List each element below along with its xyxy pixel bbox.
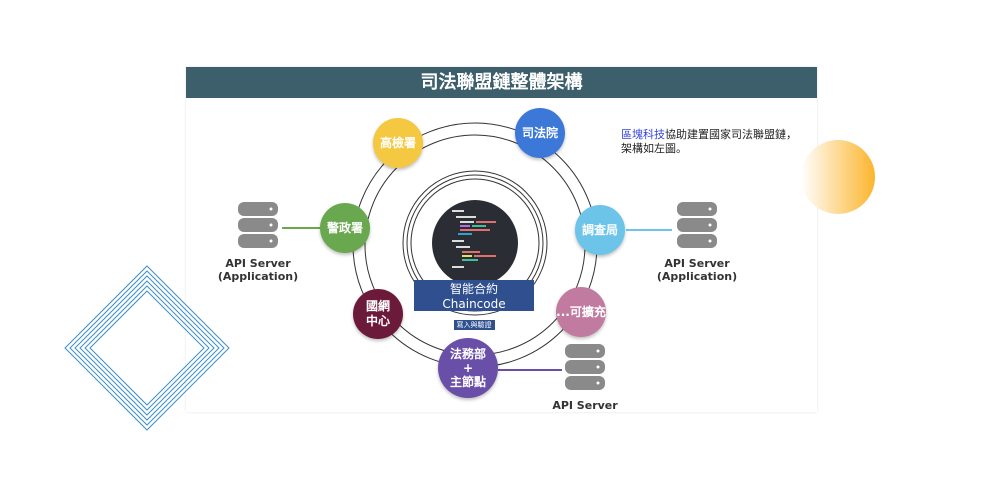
server-led — [596, 349, 600, 353]
server-name: API Server — [552, 399, 618, 412]
server-icon — [677, 202, 717, 216]
chaincode-title: 智能合約 Chaincode — [414, 280, 534, 311]
page-title: 司法聯盟鏈整體架構 — [186, 67, 817, 98]
decorative-orange-circle — [801, 140, 875, 214]
code-lines-icon — [452, 210, 496, 268]
server-icons — [238, 202, 717, 390]
server-icon — [238, 234, 278, 248]
server-name: API Server — [225, 257, 291, 270]
server-label-left: API Server(Application) — [213, 257, 303, 283]
node-label: 國網 中心 — [365, 299, 390, 328]
node-judicial-yuan[interactable]: 司法院 — [515, 108, 565, 158]
server-led — [596, 365, 600, 369]
node-prosecutors[interactable]: 高檢署 — [373, 118, 423, 168]
server-led — [596, 381, 600, 385]
node-label: 司法院 — [521, 125, 558, 140]
server-led — [708, 223, 712, 227]
server-icon — [238, 202, 278, 216]
node-label: 警政署 — [326, 220, 363, 235]
server-led — [708, 239, 712, 243]
chaincode-subtitle: 寫入與驗證 — [453, 320, 495, 330]
decorative-diamond — [64, 265, 230, 431]
node-label: 高檢署 — [379, 135, 416, 150]
node-label: 法務部 + 主節點 — [449, 347, 486, 389]
node-police[interactable]: 警政署 — [320, 203, 370, 253]
server-label-right: API Server(Application) — [652, 257, 742, 283]
server-icon — [565, 376, 605, 390]
chaincode-label: 智能合約 Chaincode 寫入與驗證 — [414, 280, 534, 331]
server-icon — [677, 234, 717, 248]
server-sub: (Application) — [656, 270, 738, 283]
node-label: ...可擴充 — [556, 304, 606, 319]
server-name: API Server — [664, 257, 730, 270]
server-icon — [677, 218, 717, 232]
node-investigation[interactable]: 調查局 — [575, 205, 625, 255]
server-led — [269, 207, 273, 211]
server-led — [708, 207, 712, 211]
node-nchc[interactable]: 國網 中心 — [353, 289, 403, 339]
company-link[interactable]: 區塊科技 — [621, 128, 665, 141]
note-text-line2: 架構如左圖。 — [621, 142, 687, 155]
node-expandable[interactable]: ...可擴充 — [556, 287, 606, 337]
server-icon — [565, 344, 605, 358]
server-sub: (Application) — [217, 270, 299, 283]
server-led — [269, 239, 273, 243]
description-note: 區塊科技協助建置國家司法聯盟鏈， 架構如左圖。 — [621, 128, 797, 156]
server-icon — [238, 218, 278, 232]
server-led — [269, 223, 273, 227]
server-icon — [565, 360, 605, 374]
code-icon — [432, 200, 518, 286]
server-label-bottom: API Server — [540, 399, 630, 412]
note-text: 協助建置國家司法聯盟鏈， — [665, 128, 797, 141]
node-label: 調查局 — [581, 222, 618, 237]
node-moj-main[interactable]: 法務部 + 主節點 — [438, 338, 498, 398]
